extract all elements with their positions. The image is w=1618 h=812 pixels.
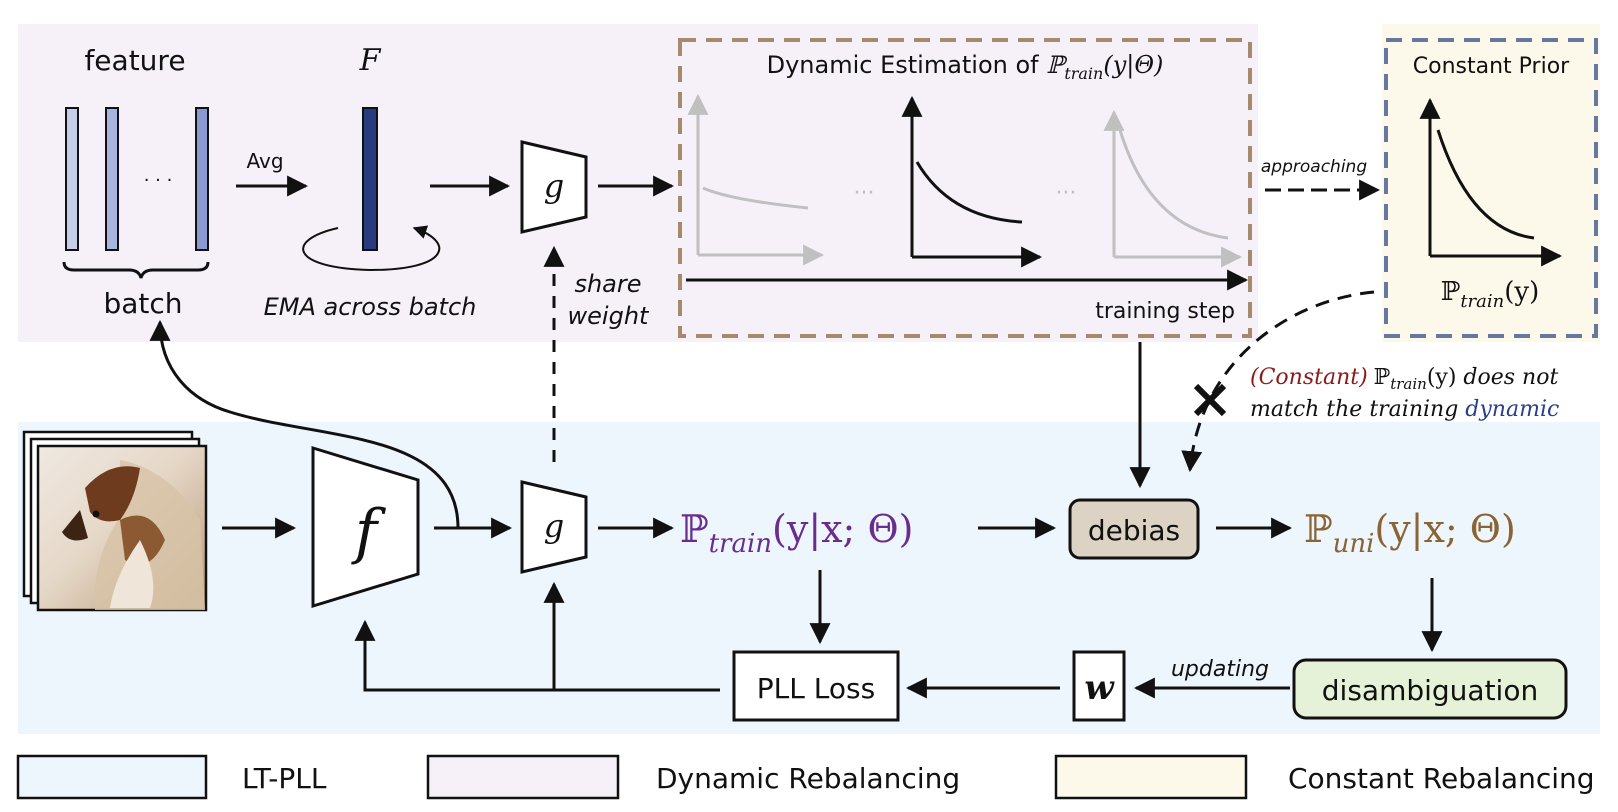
ema-loop-arrow [302,225,441,272]
feature-label: feature [84,44,185,77]
disambiguation-label: disambiguation [1322,674,1538,707]
ema-label: EMA across batch [264,293,477,321]
g-network-bottom [520,480,588,574]
constant-to-debias-dashed-arrow [1181,290,1375,473]
input-image-stack [22,430,208,612]
legend-label-dynamic: Dynamic Rebalancing [656,762,960,795]
legend-swatch-constant [1054,754,1248,800]
dog-image [62,460,205,610]
early-prior-plot [687,93,825,266]
mid-prior-plot [901,95,1043,268]
g-network-top [520,140,588,234]
puni-formula: ℙuni(y|x; Θ) [1304,507,1516,559]
avg-label: Avg [246,149,283,173]
late-prior-plot [1103,109,1243,268]
batch-label: batch [103,287,182,320]
f-encoder [311,445,420,609]
disambiguation-box [1292,658,1568,720]
constant-prior-title: Constant Prior [1413,54,1570,79]
f-to-batch-arrow [149,319,460,529]
pll-feedback-line [354,619,720,692]
legend-label-constant: Constant Rebalancing [1288,762,1595,795]
cross-mark-icon [1193,383,1227,417]
batch-brace [62,261,210,279]
F-feature-bar [362,107,378,251]
dynamic-title: Dynamic Estimation of ℙtrain(y|Θ) [767,51,1164,83]
g-label-bottom: g [544,507,564,545]
legend: LT-PLL Dynamic Rebalancing Constant Reba… [16,754,1595,800]
dynamic-rebalancing-region [18,24,1258,342]
updating-label: updating [1171,657,1269,682]
debias-box [1068,498,1200,560]
debias-label: debias [1088,514,1180,547]
feature-bar-1 [65,107,79,251]
weight-label: weight [568,302,651,330]
dots-1: ··· [854,181,875,206]
feature-bar-n [195,107,209,251]
legend-swatch-lt-pll [16,754,208,800]
training-step-label: training step [1095,299,1235,324]
w-box [1072,650,1126,722]
constant-prior-formula: ℙtrain(y) [1441,277,1539,312]
dynamic-estimation-panel [678,38,1252,338]
constant-prior-plot [1419,97,1563,267]
constant-prior-panel [1384,38,1598,338]
g-label-top: g [544,167,564,205]
dots-2: ··· [1056,181,1077,206]
pll-loss-label: PLL Loss [757,672,875,705]
feature-ellipsis: · · · [144,170,173,191]
approaching-label: approaching [1261,157,1367,177]
F-label: F [359,43,382,78]
feature-bar-2 [105,107,119,251]
w-label: w [1084,668,1115,708]
ptrain-formula: ℙtrain(y|x; Θ) [680,507,913,559]
annotation-line-1: (Constant)ℙtrain(y) does not [1250,365,1558,393]
pll-loss-box [732,650,900,722]
legend-label-lt-pll: LT-PLL [242,762,327,795]
legend-swatch-dynamic [426,754,620,800]
constant-rebalancing-region [1382,24,1600,342]
share-label: share [574,270,641,298]
annotation-line-2: match the training dynamic [1250,397,1559,422]
